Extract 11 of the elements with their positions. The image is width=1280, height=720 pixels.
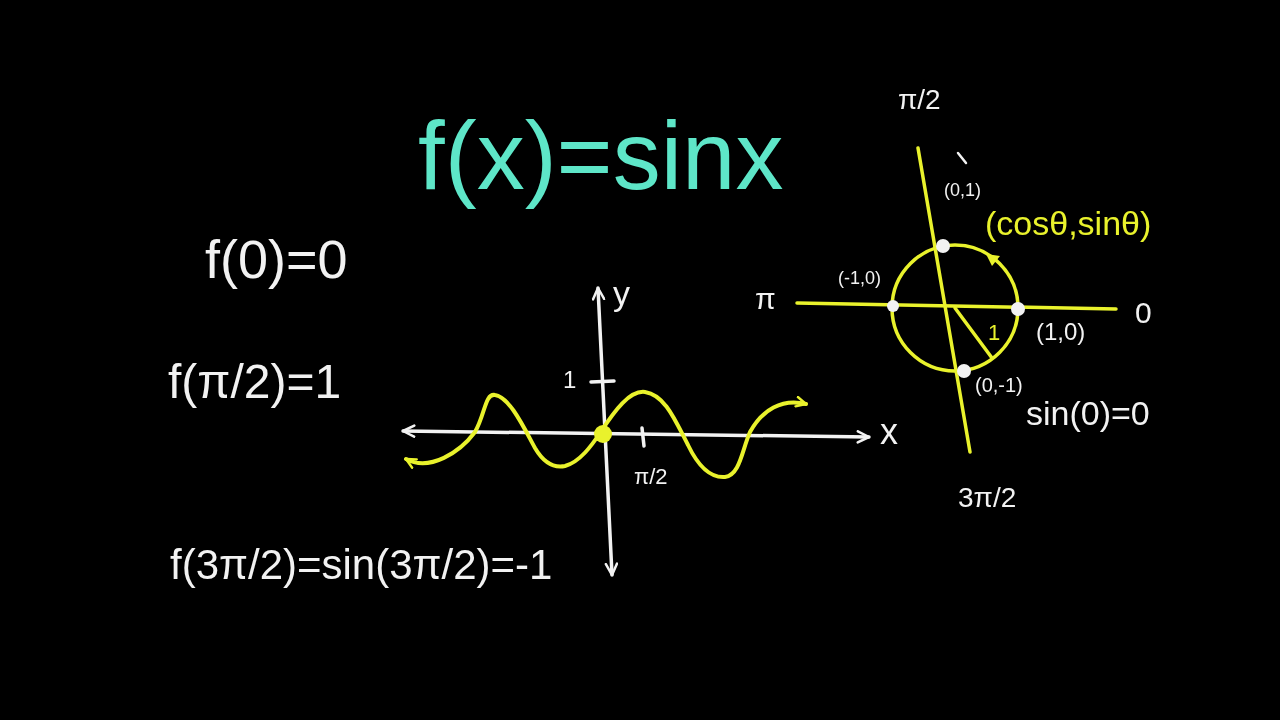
equation: f(0)=0 (205, 228, 348, 291)
angle-label: 0 (1135, 295, 1152, 331)
title: f(x)=sinx (418, 101, 784, 211)
angle-label: π/2 (898, 83, 941, 117)
equation: f(3π/2)=sin(3π/2)=-1 (170, 540, 553, 590)
axis-label: y (613, 273, 630, 314)
angle-label: 3π/2 (958, 481, 1017, 515)
tick-label: 1 (563, 366, 577, 395)
tick-label: π/2 (634, 464, 668, 491)
equation: f(π/2)=1 (168, 354, 342, 410)
angle-label: π (755, 281, 776, 317)
